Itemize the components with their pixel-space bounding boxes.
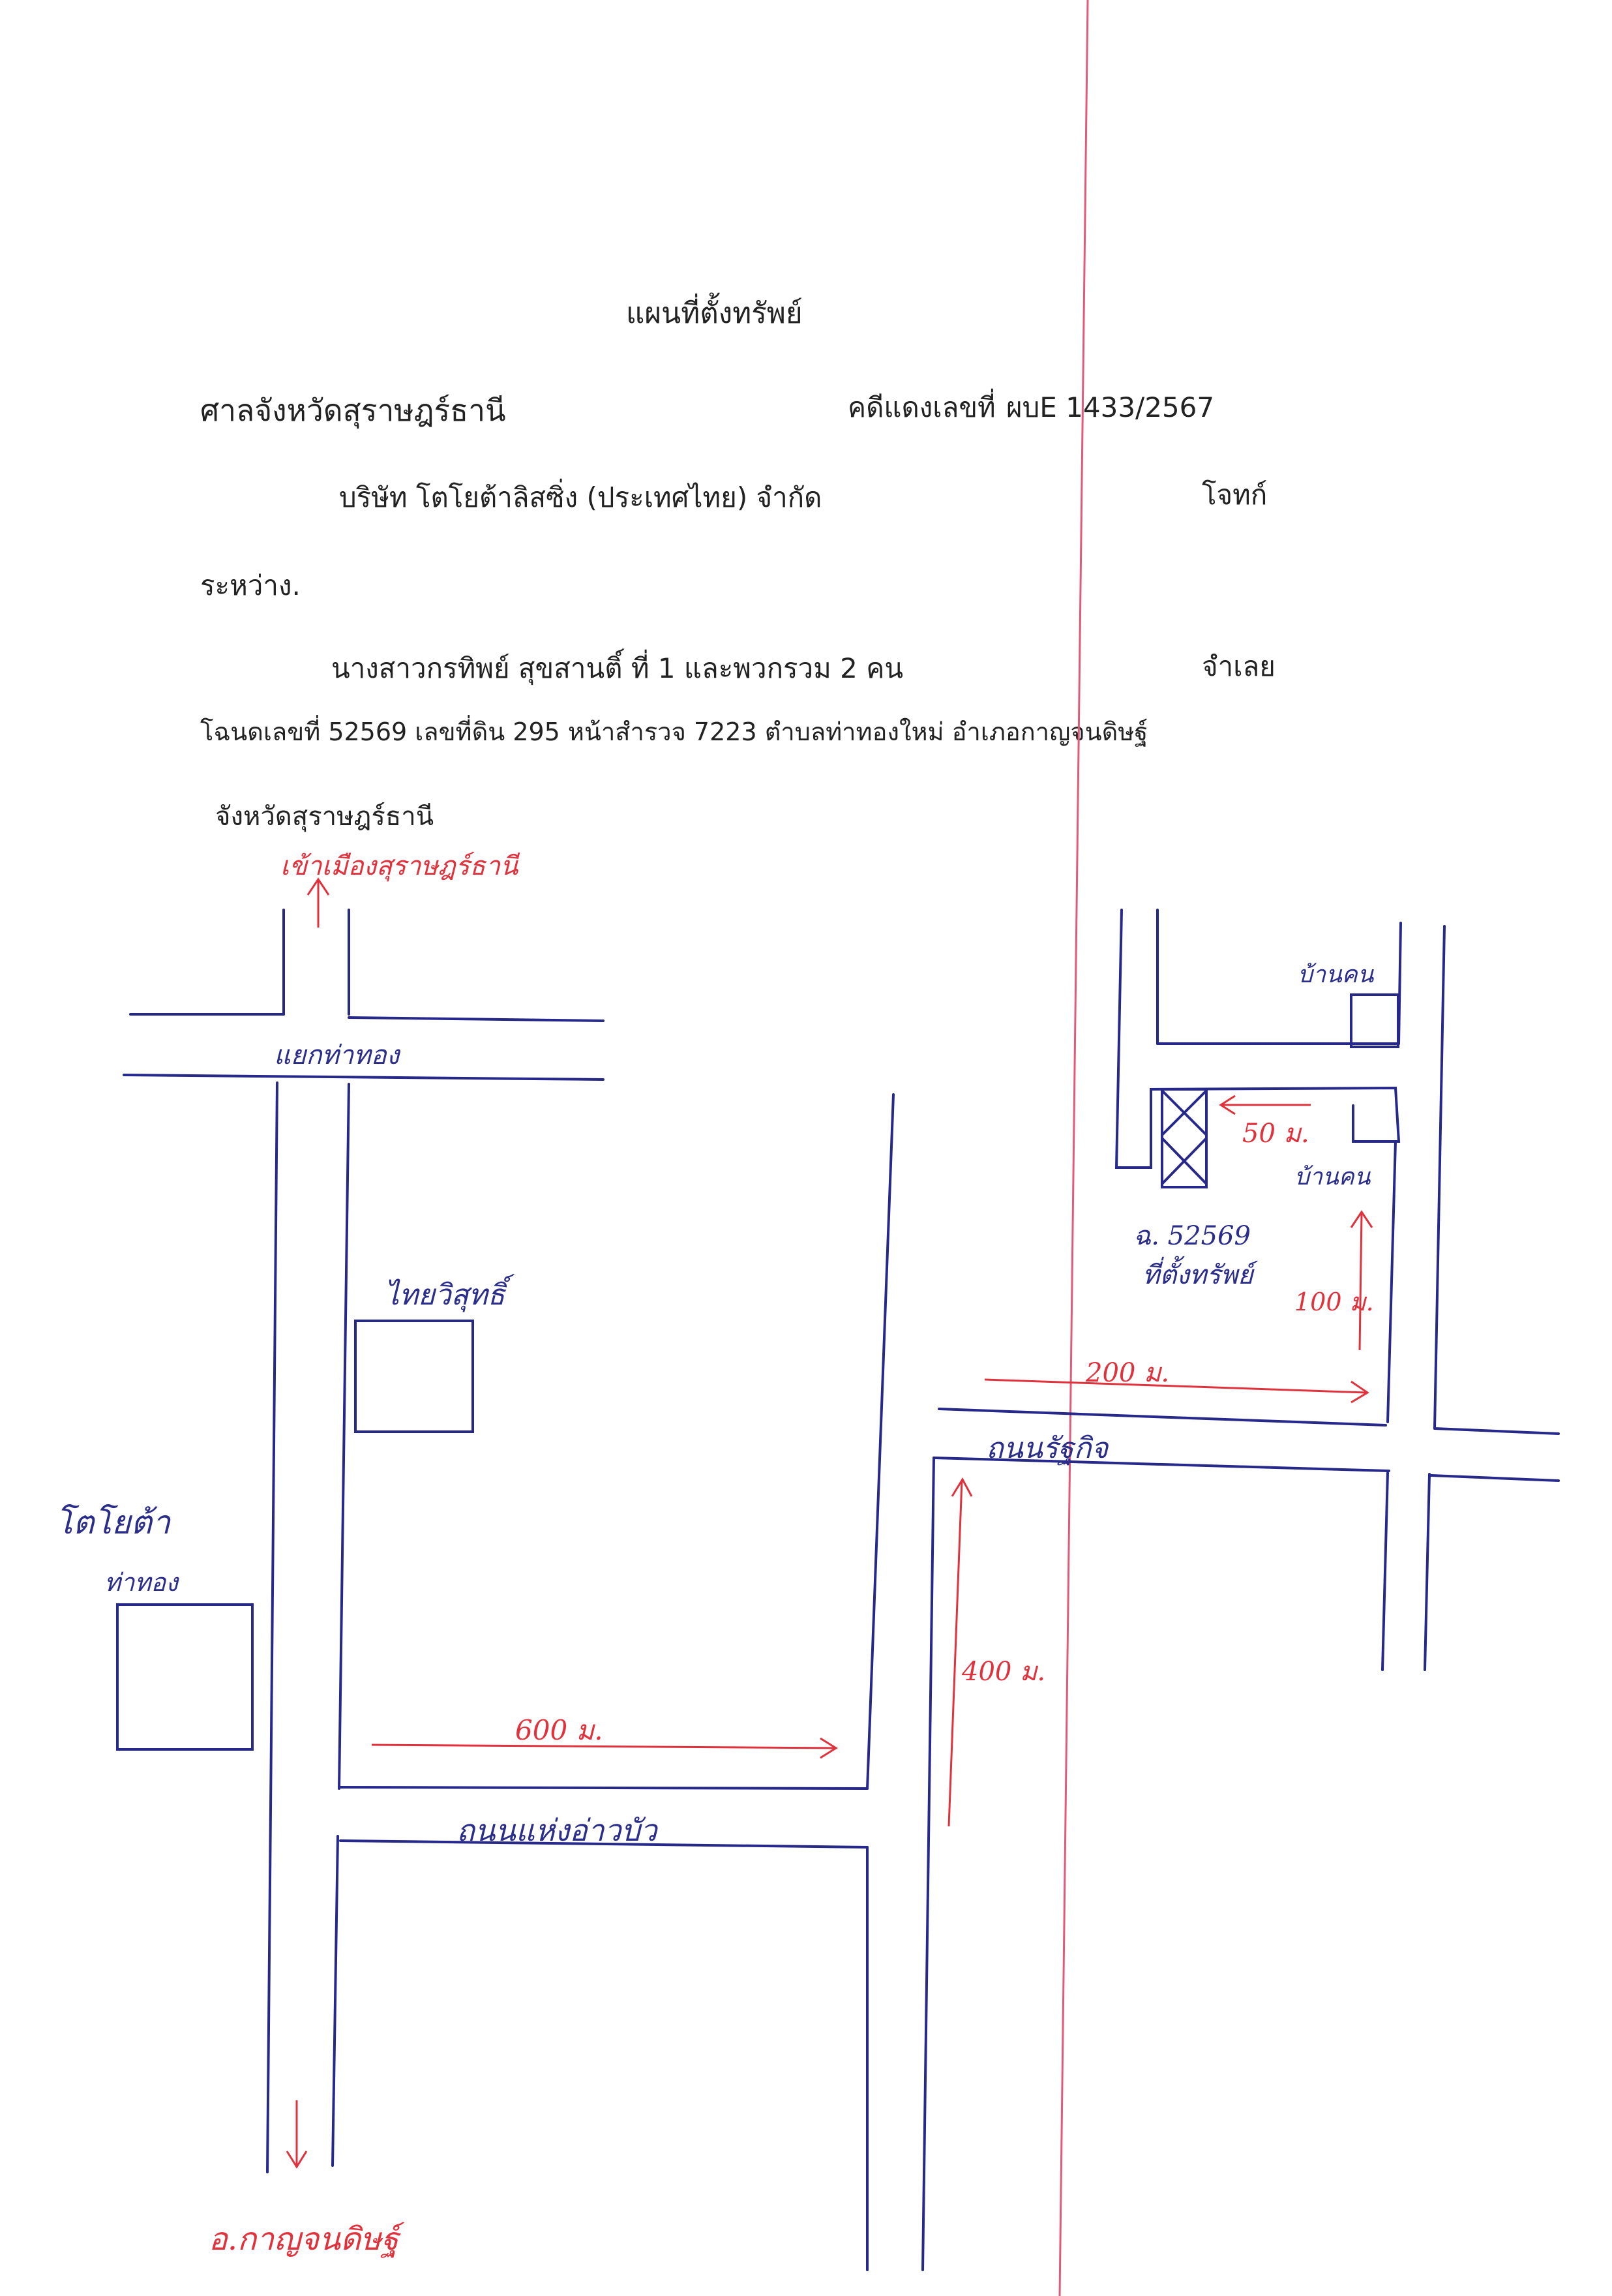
road-line xyxy=(338,1083,350,1790)
deed-details: โฉนดเลขที่ 52569 เลขที่ดิน 295 หน้าสำรวจ… xyxy=(200,718,1148,746)
road-line xyxy=(921,1457,935,2271)
property-hatch xyxy=(1161,1137,1208,1185)
between-label: ระหว่าง. xyxy=(200,569,301,601)
road-line xyxy=(123,1074,604,1081)
case-label: คดีแดงเลขที่ xyxy=(848,391,996,423)
arrow-50m xyxy=(1219,1095,1311,1115)
arrow-100m xyxy=(1350,1210,1373,1351)
label-distance-400: 400 ม. xyxy=(962,1657,1046,1687)
road-line xyxy=(938,1408,1387,1427)
plaintiff-name: บริษัท โตโยต้าลิสซิ่ง (ประเทศไทย) จำกัด xyxy=(339,481,822,513)
label-house-mid: บ้านคน xyxy=(1294,1164,1371,1190)
road-line xyxy=(866,1093,895,1790)
plaintiff-role: โจทก์ xyxy=(1202,479,1268,511)
road-line xyxy=(339,1786,869,1790)
property-marker xyxy=(1161,1088,1208,1188)
label-to-city: เข้าเมืองสุราษฎร์ธานี xyxy=(280,851,518,881)
label-distance-200: 200 ม. xyxy=(1086,1358,1170,1388)
margin-line xyxy=(1058,0,1089,2296)
label-toyota: โตโยต้า xyxy=(55,1503,171,1541)
road-line xyxy=(331,1835,339,2167)
case-number: ผบE 1433/2567 xyxy=(1006,391,1215,423)
label-temple: ไทยวิสุทธิ์ xyxy=(385,1278,505,1312)
label-distance-100: 100 ม. xyxy=(1294,1288,1374,1316)
label-property: ที่ตั้งทรัพย์ xyxy=(1142,1260,1253,1290)
arrow-to-city xyxy=(306,877,330,928)
house-building xyxy=(1350,993,1399,1048)
document-title: แผนที่ตั้งทรัพย์ xyxy=(626,297,803,330)
road-line xyxy=(1386,1140,1397,1423)
label-toyota-sub: ท่าทอง xyxy=(104,1568,178,1597)
label-distance-50: 50 ม. xyxy=(1242,1119,1309,1149)
road-line xyxy=(1433,925,1446,1430)
label-house-top: บ้านคน xyxy=(1298,961,1374,988)
road-line xyxy=(1433,1427,1560,1435)
label-to-district: อ.กาญจนดิษฐ์ xyxy=(209,2221,399,2258)
label-distance-600: 600 ม. xyxy=(515,1714,603,1746)
property-hatch xyxy=(1161,1089,1208,1136)
temple-building xyxy=(354,1320,474,1433)
road-line xyxy=(266,1081,278,2173)
road-line xyxy=(348,1016,604,1022)
arrow-200m xyxy=(984,1378,1369,1404)
toyota-building xyxy=(116,1603,254,1751)
arrow-400m xyxy=(948,1477,973,1827)
road-line xyxy=(1381,1472,1389,1671)
label-road-ratkit: ถนนรัฐกิจ xyxy=(986,1432,1109,1465)
road-line xyxy=(1424,1473,1431,1671)
road-line xyxy=(1430,1474,1560,1482)
court-name: ศาลจังหวัดสุราษฎร์ธานี xyxy=(200,393,506,428)
label-road-unknown: ถนนแห่งอ่าวบัว xyxy=(456,1813,657,1848)
label-deed-mark: ฉ. 52569 xyxy=(1133,1221,1251,1251)
road-line xyxy=(1114,909,1401,1169)
arrow-600m xyxy=(371,1737,838,1759)
arrow-to-district xyxy=(286,2100,308,2169)
road-line xyxy=(339,1839,869,1849)
road-line xyxy=(933,1457,1390,1472)
defendant-name: นางสาวกรทิพย์ สุขสานติ์ ที่ 1 และพวกรวม … xyxy=(331,652,904,684)
defendant-role: จำเลย xyxy=(1202,650,1276,682)
province-line: จังหวัดสุราษฎร์ธานี xyxy=(215,802,434,832)
label-road-thathong: แยกท่าทอง xyxy=(274,1040,400,1070)
